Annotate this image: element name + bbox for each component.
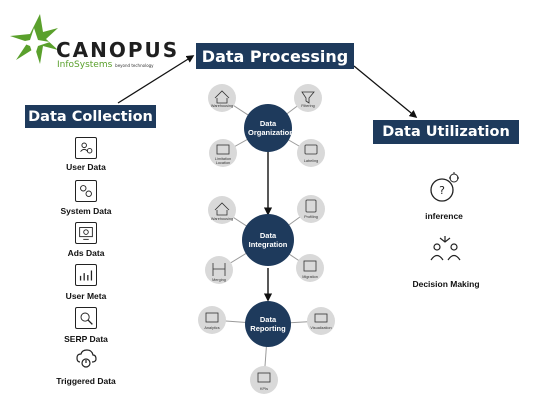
serp-data-icon — [75, 307, 97, 329]
collection-label-serp-data: SERP Data — [64, 334, 108, 344]
triggered-data-icon — [75, 348, 97, 370]
warehouse-icon — [214, 90, 230, 104]
collection-label-triggered-data: Triggered Data — [56, 376, 116, 386]
node-label-integration: Data Integration — [248, 231, 288, 249]
node-label-reporting: Data Reporting — [250, 315, 286, 333]
migration-icon — [303, 260, 317, 272]
user-meta-icon — [75, 264, 97, 286]
visualization-icon — [314, 313, 328, 323]
label-icon — [304, 144, 318, 155]
satellite-org-labeling — [297, 139, 325, 167]
satellite-rep-visualization — [307, 307, 335, 335]
sat-label-int-warehousing: Warehousing — [210, 217, 234, 221]
arrow-processing-to-utilization — [353, 65, 418, 118]
node-data-reporting — [245, 301, 291, 347]
node-label-organization: Data Organization — [248, 119, 294, 137]
sat-label-org-location: Limitation Location — [214, 157, 232, 166]
sat-label-rep-analytics: Analytics — [204, 326, 220, 330]
analytics-icon — [205, 312, 219, 323]
logo-name: CANOPUS — [56, 38, 180, 62]
warehouse-icon-2 — [214, 202, 230, 216]
data-processing-title: Data Processing — [196, 43, 354, 69]
node-data-integration — [242, 214, 294, 266]
logo-subtitle: InfoSystems beyond technology — [57, 60, 154, 70]
arrow-collection-to-processing — [117, 55, 195, 104]
sat-label-rep-kpis: KPIs — [259, 387, 269, 391]
satellite-org-warehousing — [208, 84, 236, 112]
collection-label-user-meta: User Meta — [65, 291, 107, 301]
data-collection-title: Data Collection — [25, 105, 156, 128]
collection-label-ads-data: Ads Data — [67, 248, 105, 258]
location-icon — [216, 144, 230, 155]
utilization-label-inference: inference — [425, 211, 463, 221]
satellite-int-migration — [296, 254, 324, 282]
satellite-rep-kpis — [250, 366, 278, 394]
node-data-organization — [244, 104, 292, 152]
sat-label-rep-visualization: Visualization — [310, 326, 332, 330]
sat-label-org-warehousing: Warehousing — [210, 104, 234, 108]
logo-tagline: beyond technology — [115, 63, 154, 68]
sat-label-int-merging: Merging — [212, 278, 226, 282]
merge-icon — [212, 263, 226, 276]
svg-text:?: ? — [439, 184, 445, 197]
sat-label-int-profiling: Profiling — [304, 215, 318, 219]
user-data-icon — [75, 137, 97, 159]
utilization-label-decision-making: Decision Making — [412, 279, 480, 289]
satellite-rep-analytics — [198, 306, 226, 334]
sat-label-org-filtering: Filtering — [301, 104, 315, 108]
sat-label-org-labeling: Labeling — [303, 159, 319, 163]
system-data-icon — [75, 180, 97, 202]
ads-data-icon — [75, 222, 97, 244]
satellite-org-location — [209, 139, 237, 167]
data-utilization-title: Data Utilization — [373, 120, 519, 144]
kpi-icon — [257, 372, 271, 383]
decision-making-icon — [430, 236, 461, 261]
filter-icon — [301, 91, 315, 104]
canopus-star-logo — [10, 14, 58, 64]
satellite-int-merging — [205, 256, 233, 284]
satellite-int-warehousing — [208, 196, 236, 224]
collection-label-system-data: System Data — [60, 206, 112, 216]
satellite-int-profiling — [297, 195, 325, 223]
satellite-org-filtering — [294, 84, 322, 112]
profile-icon — [305, 199, 317, 213]
collection-label-user-data: User Data — [66, 162, 106, 172]
sat-label-int-migration: Migration — [302, 275, 318, 279]
inference-icon: ? — [430, 172, 459, 202]
